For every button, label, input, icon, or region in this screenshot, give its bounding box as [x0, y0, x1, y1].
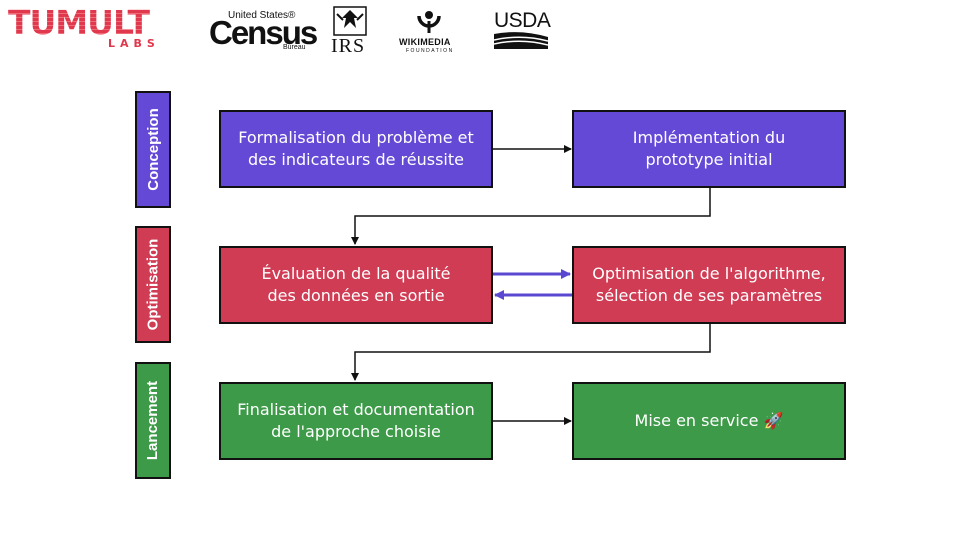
census-logo-bottom: Bureau [283, 44, 306, 51]
wikimedia-logo-text: WIKIMEDIA [399, 37, 451, 47]
arrow-prototype-to-evaluation [351, 188, 711, 245]
phase-optimisation-label: Optimisation [144, 238, 162, 331]
tumult-logo-sub: LABS [108, 37, 160, 50]
phase-conception-label: Conception [144, 108, 162, 191]
arrow-optimisation-to-finalisation [351, 324, 711, 381]
step-prototype-implementation: Implémentation du prototype initial [572, 110, 846, 188]
phase-lancement-label: Lancement [144, 380, 162, 461]
step-algorithm-optimisation: Optimisation de l'algorithme, sélection … [572, 246, 846, 324]
irs-eagle-icon [333, 6, 367, 36]
tumult-logo-text: TUMULT [8, 6, 168, 40]
step-output-evaluation: Évaluation de la qualité des données en … [219, 246, 493, 324]
step-finalisation: Finalisation et documentation de l'appro… [219, 382, 493, 460]
step-problem-formalisation: Formalisation du problème et des indicat… [219, 110, 493, 188]
phase-lancement: Lancement [135, 362, 171, 479]
phase-conception: Conception [135, 91, 171, 208]
irs-logo-text: IRS [331, 35, 366, 57]
phase-optimisation: Optimisation [135, 226, 171, 343]
usda-field-icon [494, 32, 548, 49]
wikimedia-globe-icon [417, 11, 441, 33]
census-logo-top: United States® [228, 10, 296, 21]
usda-logo-text: USDA [494, 9, 551, 32]
wikimedia-logo-sub: FOUNDATION [406, 48, 454, 54]
step-deployment: Mise en service 🚀 [572, 382, 846, 460]
census-logo-text: Census [209, 14, 318, 51]
